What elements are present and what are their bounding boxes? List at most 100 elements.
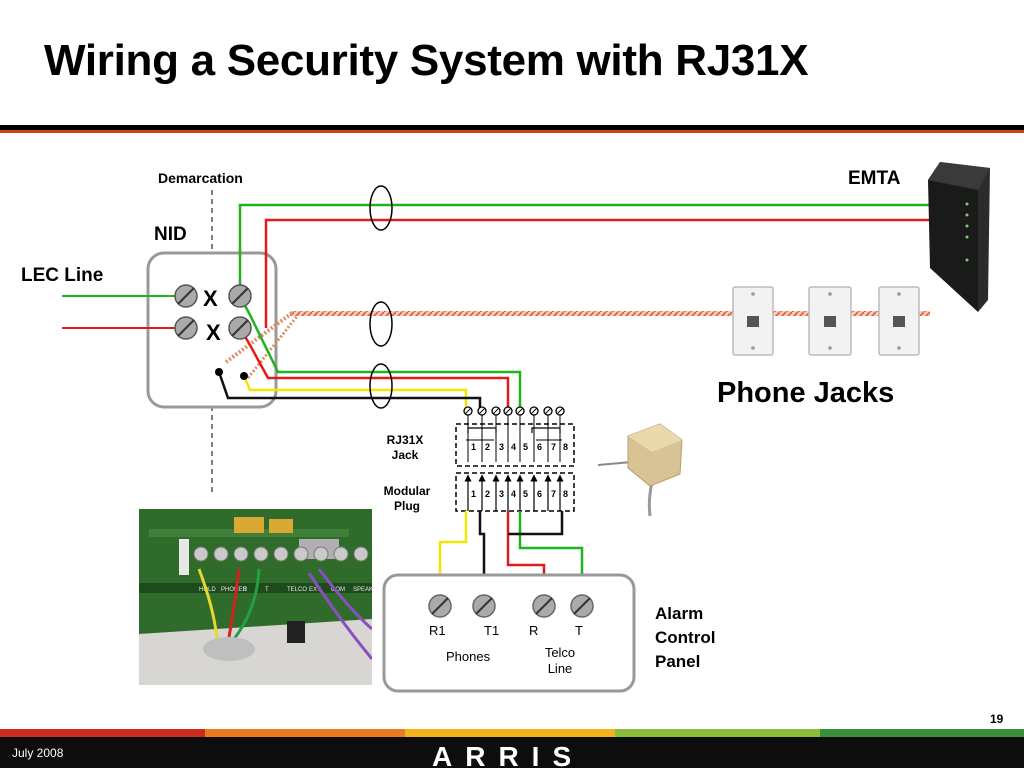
plug-pin-number-3: 3 xyxy=(499,489,504,499)
rj31x-pin-number-6: 6 xyxy=(537,442,542,452)
footer-color-bar xyxy=(0,729,1024,737)
rj31x-pin-number-3: 3 xyxy=(499,442,504,452)
panel-terminal-r1: R1 xyxy=(429,623,446,638)
panel-screw-t xyxy=(570,594,594,618)
phone-jack-2 xyxy=(808,286,852,356)
nid-dot-right xyxy=(240,372,248,380)
rj31x-screw-slot-5 xyxy=(516,407,524,415)
photo-screw-4 xyxy=(253,546,269,562)
modular-plug-label: Modular Plug xyxy=(383,484,431,513)
nid-screw-4 xyxy=(228,316,252,340)
photo-label-2: PHONES xyxy=(221,587,246,593)
photo-label-6: EXT xyxy=(309,587,321,593)
plug-pin-number-1: 1 xyxy=(471,489,476,499)
disconnected-phone-run xyxy=(290,311,930,316)
panel-group-telco: Telco Line xyxy=(544,645,576,676)
footer-date: July 2008 xyxy=(12,746,64,760)
emta-label: EMTA xyxy=(848,168,901,189)
panel-group-phones: Phones xyxy=(446,649,491,664)
phone-jack-1 xyxy=(732,286,774,356)
panel-terminal-t1: T1 xyxy=(484,623,500,638)
plug-pin-number-5: 5 xyxy=(523,489,528,499)
rj31x-screw-slot-7 xyxy=(544,407,552,415)
disconnected-phone-run-diag2 xyxy=(246,314,300,379)
wire-black-to-jack xyxy=(217,371,482,410)
rj31x-pin-number-7: 7 xyxy=(551,442,556,452)
arris-logo: ARRIS xyxy=(432,741,585,772)
jack-shorting-bar-right xyxy=(531,427,561,433)
photo-label-4: T xyxy=(265,587,269,593)
wire-green-emta xyxy=(238,203,930,296)
photo-screw-7 xyxy=(313,546,329,562)
alarm-panel-screws xyxy=(428,594,594,618)
disconnected-phone-run-diag1 xyxy=(224,311,294,364)
photo-screw-9 xyxy=(353,546,369,562)
plug-pin-number-8: 8 xyxy=(563,489,568,499)
plug-pin-arrows xyxy=(464,474,564,511)
rj31x-screw-slot-1 xyxy=(464,407,472,415)
panel-screw-t1 xyxy=(472,594,496,618)
rj31x-jack-label: RJ31X Jack xyxy=(386,433,424,462)
alarm-panel-box xyxy=(382,573,636,693)
rj31x-screw-slot-2 xyxy=(478,407,486,415)
wire-yellow-to-panel xyxy=(438,511,468,598)
rj31x-pin-number-4: 4 xyxy=(511,442,516,452)
rj31x-jack-box xyxy=(455,423,575,467)
rj31x-pin-number-1: 1 xyxy=(471,442,476,452)
rj31x-screw-slot-3 xyxy=(492,407,500,415)
rj31x-pin-number-2: 2 xyxy=(485,442,490,452)
footer-bar xyxy=(0,737,1024,768)
photo-screw-3 xyxy=(233,546,249,562)
wire-black-return xyxy=(508,511,564,536)
photo-label-8: SPEAKER xyxy=(353,587,372,593)
wire-red-emta xyxy=(264,218,930,328)
photo-screw-6 xyxy=(293,546,309,562)
title-accent-rule xyxy=(0,130,1024,133)
demarcation-label: Demarcation xyxy=(158,170,243,186)
page-number: 19 xyxy=(990,712,1004,726)
title-rule xyxy=(0,125,1024,130)
nid-label: NID xyxy=(154,224,187,245)
nid-screw-3 xyxy=(174,316,198,340)
wire-green-to-jack xyxy=(238,295,522,410)
jack-shorting-bar-left xyxy=(467,427,497,433)
panel-screw-r xyxy=(532,594,556,618)
nid-x-mark-2: X xyxy=(206,320,221,345)
plug-pin-number-7: 7 xyxy=(551,489,556,499)
wire-red-to-jack xyxy=(238,327,510,410)
panel-screw-r1 xyxy=(428,594,452,618)
alarm-control-panel-label: Alarm Control Panel xyxy=(655,604,716,671)
photo-label-5: TELCO xyxy=(287,587,307,593)
modular-plug-photo xyxy=(597,423,683,517)
rj31x-pin-number-8: 8 xyxy=(563,442,568,452)
rj31x-pin-number-5: 5 xyxy=(523,442,528,452)
cable-bundle-oval-1 xyxy=(369,185,393,231)
panel-terminal-r: R xyxy=(529,623,539,638)
panel-terminal-t: T xyxy=(575,623,583,638)
nid-terminals xyxy=(174,284,252,380)
phone-jack-3 xyxy=(878,286,920,356)
nid-screw-1 xyxy=(174,284,198,308)
wire-black-to-panel xyxy=(478,511,486,598)
photo-screw-5 xyxy=(273,546,289,562)
photo-label-3: R xyxy=(243,587,248,593)
photo-screw-2 xyxy=(213,546,229,562)
panel-photo: HOLDPHONESRTTELCOEXTCOMSPEAKER xyxy=(139,509,372,685)
emta-device xyxy=(928,162,990,312)
rj31x-screw-slot-8 xyxy=(556,407,564,415)
lec-line-label: LEC Line xyxy=(21,265,104,286)
modular-plug-box xyxy=(455,472,575,512)
plug-pin-number-4: 4 xyxy=(511,489,516,499)
nid-x-mark-1: X xyxy=(203,286,218,311)
nid-screw-2 xyxy=(228,284,252,308)
phone-jacks-label: Phone Jacks xyxy=(717,377,895,409)
photo-label-7: COM xyxy=(331,587,345,593)
plug-pin-number-2: 2 xyxy=(485,489,490,499)
rj31x-screw-slot-4 xyxy=(504,407,512,415)
slide-title: Wiring a Security System with RJ31X xyxy=(44,36,809,85)
cable-bundle-oval-3 xyxy=(369,363,393,409)
wire-green-to-panel xyxy=(518,511,584,598)
